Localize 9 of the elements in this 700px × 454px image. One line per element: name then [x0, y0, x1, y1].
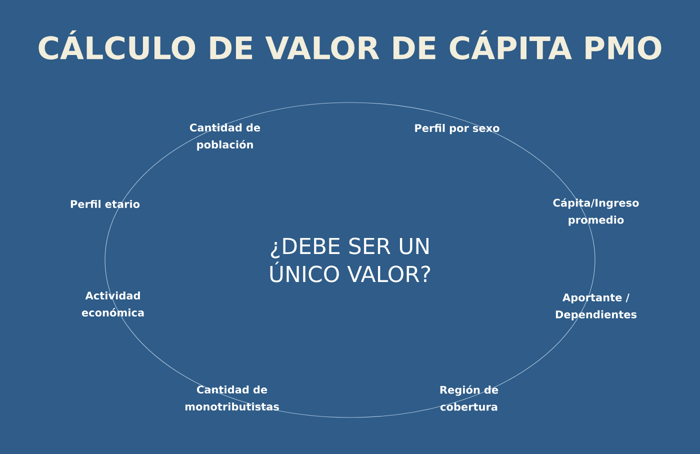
factor-label: Actividad económica	[82, 291, 144, 317]
title: CÁLCULO DE VALOR DE CÁPITA PMO	[38, 30, 662, 60]
factor-label: Perfil por sexo	[415, 124, 500, 134]
factor-label: Cantidad de población	[190, 123, 260, 151]
factor-label: Perfil etario	[70, 200, 140, 208]
factor-label: Cápita/Ingreso promedio	[553, 198, 639, 226]
factor-label: Cantidad de monotributistas	[185, 385, 279, 411]
factor-label: Región de cobertura	[440, 385, 498, 411]
factor-label: Aportante / Dependientes	[556, 294, 637, 320]
